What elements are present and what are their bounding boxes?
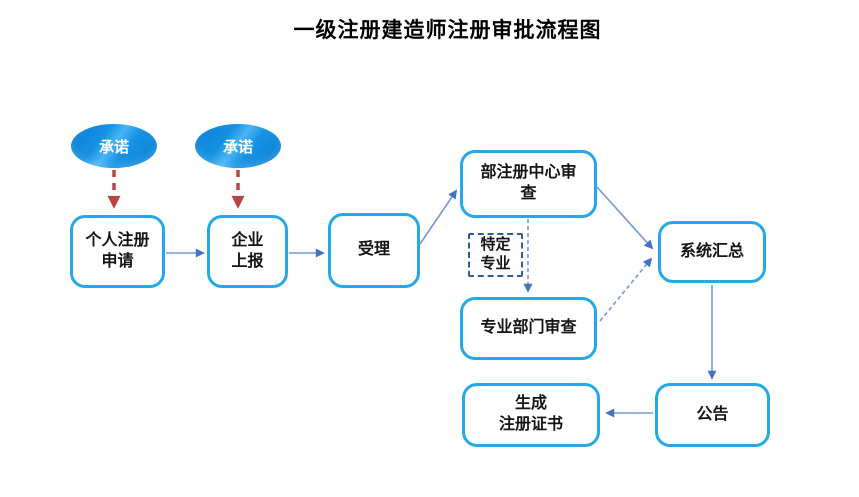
- node-system-summary: 系统汇总: [658, 221, 766, 283]
- node-announcement: 公告: [655, 383, 770, 447]
- node-promise-1: 承诺: [71, 124, 157, 168]
- node-promise-2: 承诺: [195, 124, 281, 168]
- node-enterprise-report: 企业 上报: [207, 215, 288, 288]
- node-professional-department-review: 专业部门审查: [460, 297, 597, 360]
- page-title: 一级注册建造师注册审批流程图: [293, 19, 602, 42]
- node-generate-registration-certificate: 生成 注册证书: [462, 383, 600, 447]
- connector-ministry-to-summary: [596, 186, 654, 250]
- node-announcement-label: 公告: [696, 405, 729, 423]
- node-generate-registration-certificate-label: 生成 注册证书: [498, 395, 563, 433]
- node-promise-2-label: 承诺: [222, 138, 253, 156]
- node-promise-1-label: 承诺: [98, 138, 129, 156]
- node-ministry-registration-center-review-label: 部注册中心审 查: [480, 164, 577, 202]
- node-acceptance-label: 受理: [357, 241, 390, 259]
- node-personal-registration-application: 个人注册 申请: [70, 215, 165, 288]
- node-system-summary-label: 系统汇总: [679, 242, 744, 260]
- node-professional-department-review-label: 专业部门审查: [480, 319, 577, 337]
- node-ministry-registration-center-review: 部注册中心审 查: [460, 150, 597, 218]
- node-acceptance: 受理: [328, 213, 420, 288]
- connector-acceptance-to-ministry: [419, 189, 458, 245]
- node-special-major: 特定 专业: [468, 233, 523, 277]
- node-special-major-label: 特定 专业: [480, 236, 511, 272]
- dashed-connector-dept-to-summary: [599, 257, 653, 322]
- node-enterprise-report-label: 企业 上报: [231, 231, 264, 270]
- node-personal-registration-application-label: 个人注册 申请: [85, 231, 150, 270]
